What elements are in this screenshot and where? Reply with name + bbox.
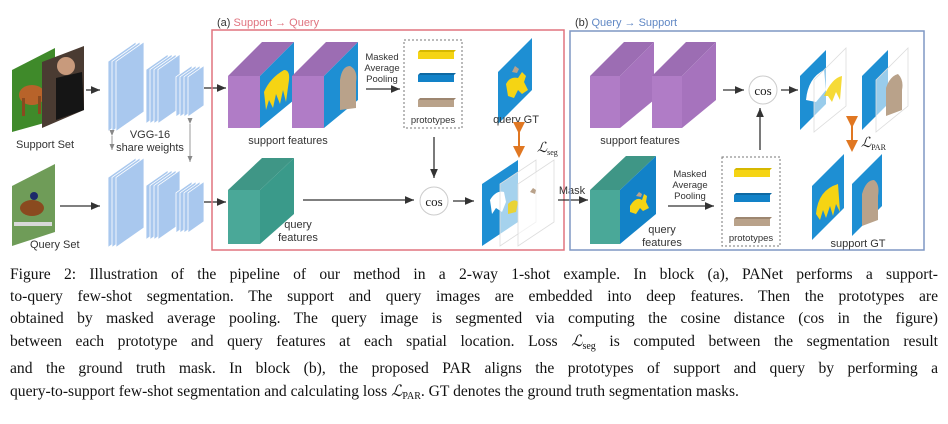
map-label-b-line1: Masked xyxy=(673,169,706,180)
query-features-label-line2: features xyxy=(278,232,318,244)
block-b-title-text: Query → Support xyxy=(592,17,678,29)
caption-line-6: query-to-support few-shot segmentation a… xyxy=(10,380,938,408)
caption-line-4: between each prototype and query feature… xyxy=(10,330,938,358)
loss-seg-subscript: seg xyxy=(582,341,596,352)
support-image-person xyxy=(42,46,84,128)
vgg-layer xyxy=(187,64,205,118)
support-set-label: Support Set xyxy=(16,139,74,151)
cos-node-a: cos xyxy=(419,186,449,216)
loss-par-symbol: ℒ xyxy=(391,382,403,400)
loss-par-label: ℒPAR xyxy=(861,135,887,152)
query-features-label-b-line2: features xyxy=(642,237,682,249)
query-features-label-line1: query xyxy=(284,219,312,231)
query-set-image xyxy=(12,164,55,246)
prototypes-box-b: prototypes xyxy=(721,156,781,247)
map-label-line3: Pooling xyxy=(366,74,398,85)
support-gt-mask-2 xyxy=(852,154,882,236)
map-label-line2: Average xyxy=(364,63,399,74)
block-a-title-text: Support → Query xyxy=(234,17,320,29)
support-prediction-1 xyxy=(800,47,847,133)
prototype-yellow xyxy=(418,50,456,59)
caption-line-1: Figure 2: Illustration of the pipeline o… xyxy=(10,266,938,283)
vgg-layer xyxy=(115,157,145,249)
support-gt-mask-1 xyxy=(812,154,844,240)
mask-label: Mask xyxy=(559,185,586,197)
block-b-query-to-support: (b) Query → Support support features cos xyxy=(569,17,925,251)
prototypes-label-b: prototypes xyxy=(729,233,774,244)
caption-line-6-pre: query-to-support few-shot segmentation a… xyxy=(10,383,392,400)
cos-node-b: cos xyxy=(748,75,778,105)
loss-seg-label: ℒseg xyxy=(537,140,558,157)
cos-label-b: cos xyxy=(754,83,771,98)
map-label-b-line3: Pooling xyxy=(674,191,706,202)
prototype-blue xyxy=(418,73,456,82)
query-feature-cube xyxy=(228,158,294,244)
vgg-layer xyxy=(115,41,145,133)
support-feature-cube-1 xyxy=(228,42,294,128)
support-feature-cube-b1 xyxy=(590,42,654,128)
vgg16-backbone-support xyxy=(107,41,205,133)
caption-line-4-pre: between each prototype and query feature… xyxy=(10,333,572,350)
prototype-b-yellow xyxy=(734,168,772,177)
figure-caption: Figure 2: Illustration of the pipeline o… xyxy=(10,264,938,408)
support-gt-label: support GT xyxy=(830,238,885,250)
block-b-border xyxy=(569,30,925,251)
share-weights-label: share weights xyxy=(116,142,184,154)
query-prediction-stack xyxy=(482,159,555,247)
caption-line-5: and the ground truth mask. In block (b),… xyxy=(10,360,938,377)
pipeline-figure: Support Set Query Set VGG-16 share weigh… xyxy=(12,17,925,251)
support-set-images xyxy=(12,46,84,132)
caption-line-4-post: is computed between the segmentation res… xyxy=(595,333,939,350)
query-gt-mask xyxy=(498,38,532,124)
vgg16-label: VGG-16 xyxy=(130,129,170,141)
loss-par-subscript: PAR xyxy=(402,391,421,402)
prototype-tan xyxy=(418,98,456,107)
map-label-b-line2: Average xyxy=(672,180,707,191)
cos-label-a: cos xyxy=(425,194,442,209)
query-set-label: Query Set xyxy=(30,239,80,251)
query-features-label-b-line1: query xyxy=(648,224,676,236)
prototype-b-blue xyxy=(734,193,772,202)
block-a-border xyxy=(211,29,565,251)
query-feature-cube-b xyxy=(590,156,656,244)
prototypes-label: prototypes xyxy=(411,115,456,126)
vgg-layer xyxy=(187,180,205,234)
vgg16-backbone-query xyxy=(107,157,205,249)
support-features-label: support features xyxy=(248,135,328,147)
caption-line-2: to-query few-shot segmentation. The supp… xyxy=(10,288,938,305)
block-b-prefix: (b) xyxy=(575,17,592,29)
query-gt-label: query GT xyxy=(493,114,539,126)
block-a-title: (a) Support → Query xyxy=(217,17,320,29)
block-a-prefix: (a) xyxy=(217,17,234,29)
map-label-line1: Masked xyxy=(365,52,398,63)
support-feature-cube-b2 xyxy=(652,42,716,128)
prototype-b-tan xyxy=(734,217,772,226)
caption-line-6-post: . GT denotes the ground truth segmentati… xyxy=(420,383,739,400)
block-b-title: (b) Query → Support xyxy=(575,17,677,29)
loss-seg-symbol: ℒ xyxy=(571,332,583,350)
support-prediction-2 xyxy=(862,47,909,133)
block-a-support-to-query: (a) Support → Query support features Mas… xyxy=(211,17,565,251)
prototypes-box: prototypes xyxy=(403,39,463,129)
support-feature-cube-2 xyxy=(292,42,358,128)
caption-line-3: obtained by masked average pooling. The … xyxy=(10,310,938,327)
support-features-label-b: support features xyxy=(600,135,680,147)
